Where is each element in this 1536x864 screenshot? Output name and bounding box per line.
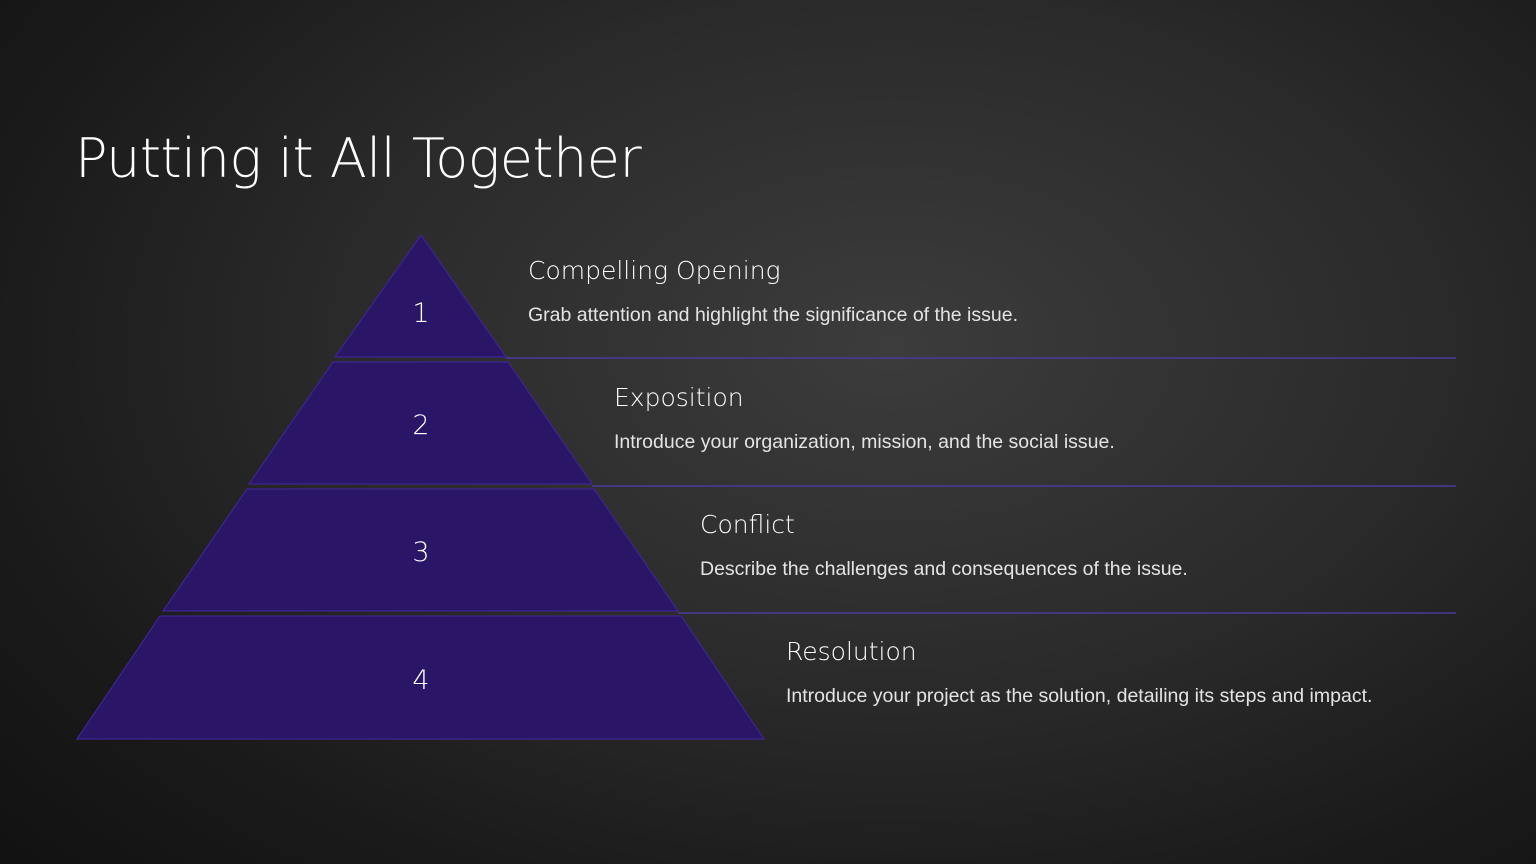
step-4-heading: Resolution bbox=[786, 637, 917, 666]
step-2-description: Introduce your organization, mission, an… bbox=[614, 431, 1115, 453]
tier-number-2: 2 bbox=[412, 410, 429, 441]
step-3-description: Describe the challenges and consequences… bbox=[700, 558, 1188, 580]
step-1-description: Grab attention and highlight the signifi… bbox=[528, 304, 1018, 326]
step-1-heading: Compelling Opening bbox=[528, 256, 781, 285]
step-4-text: Resolution Introduce your project as the… bbox=[786, 636, 1372, 709]
tier-number-3: 3 bbox=[412, 537, 429, 568]
pyramid-tier-3 bbox=[161, 488, 680, 612]
step-4-description: Introduce your project as the solution, … bbox=[786, 685, 1373, 707]
pyramid-tier-2 bbox=[247, 361, 594, 485]
step-3-text: Conflict Describe the challenges and con… bbox=[700, 509, 1188, 582]
tier-number-1: 1 bbox=[412, 298, 429, 329]
slide-title: Putting it All Together bbox=[75, 127, 642, 190]
step-1-text: Compelling Opening Grab attention and hi… bbox=[528, 255, 1018, 328]
tier-number-4: 4 bbox=[412, 665, 429, 696]
pyramid-tier-4 bbox=[75, 615, 766, 740]
step-2-text: Exposition Introduce your organization, … bbox=[614, 382, 1115, 455]
step-2-heading: Exposition bbox=[614, 383, 744, 412]
step-3-heading: Conflict bbox=[700, 510, 795, 539]
pyramid-tier-1 bbox=[333, 233, 508, 358]
